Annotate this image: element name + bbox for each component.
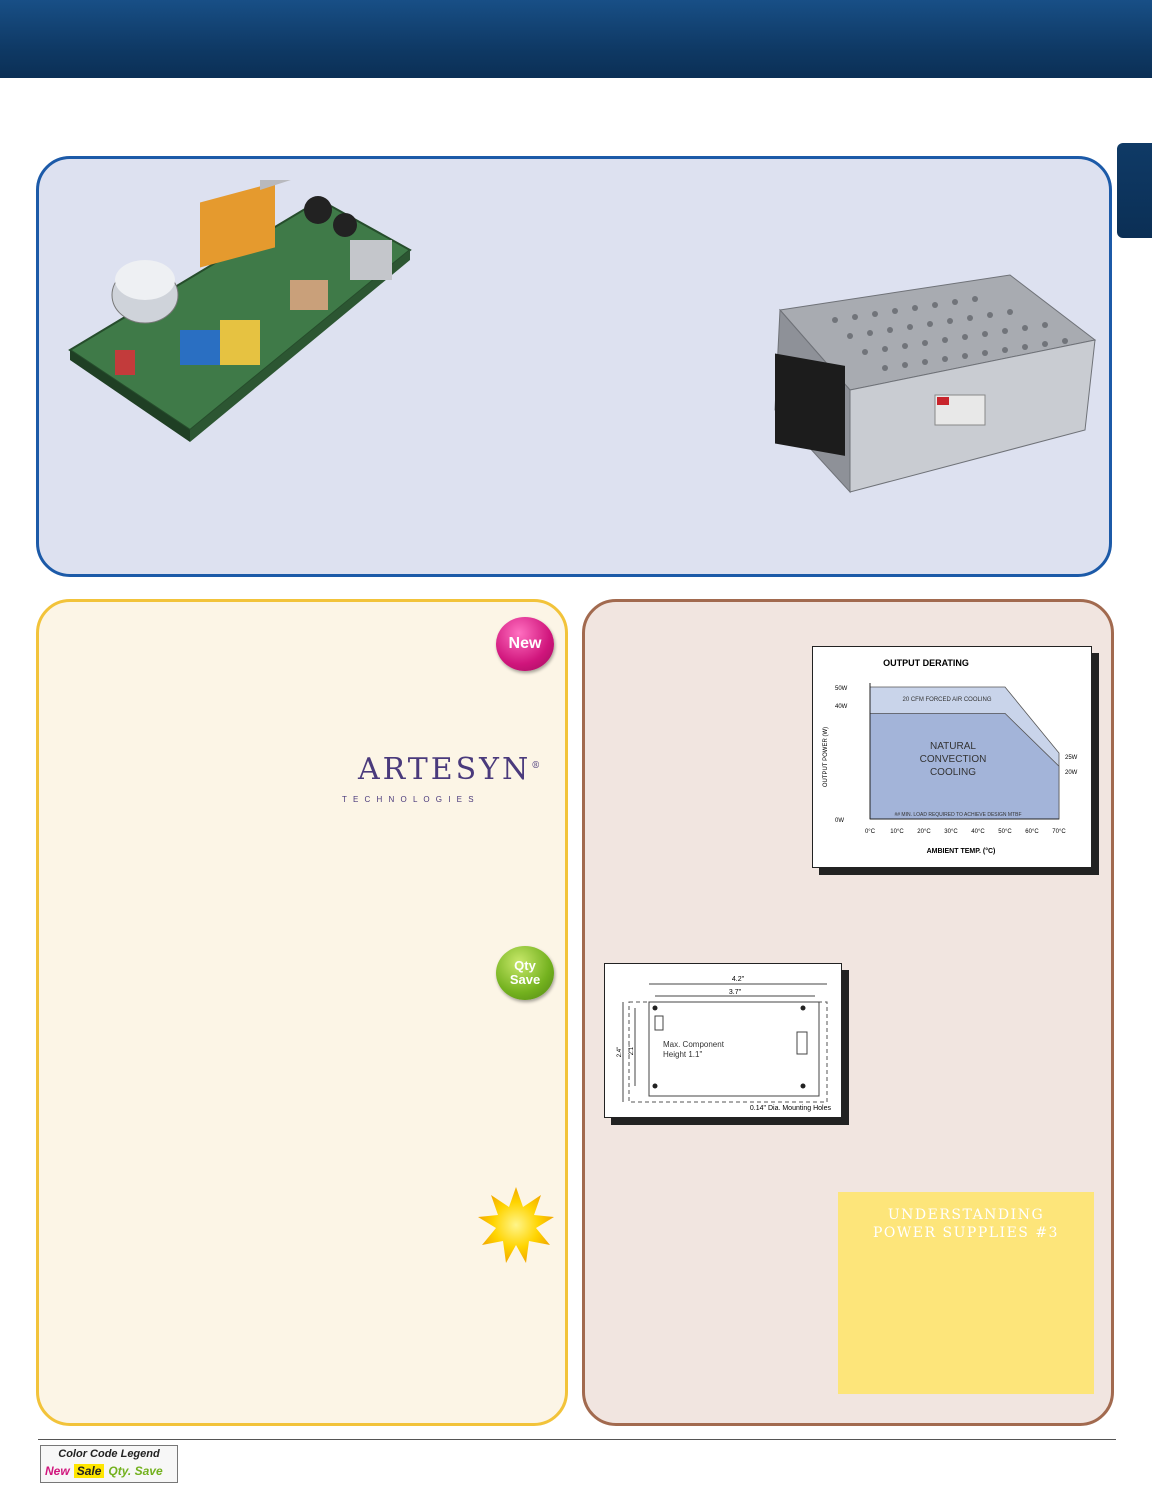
mounting-holes-note: 0.14" Dia. Mounting Holes [750, 1105, 832, 1112]
x-tick: 20°C [917, 829, 931, 835]
x-tick: 40°C [971, 829, 985, 835]
artesyn-logo-tagline: T E C H N O L O G I E S [342, 795, 476, 804]
component-height-line2: Height 1.1" [663, 1050, 702, 1059]
output-derating-chart: OUTPUT DERATING OUTPUT POWER (W) AMBIENT… [812, 646, 1092, 868]
dim-width-outer: 4.2" [732, 976, 745, 983]
legend-title: Color Code Legend [58, 1448, 160, 1460]
artesyn-logo-name: ARTESYN [358, 752, 532, 787]
legend-new: New [45, 1464, 70, 1478]
qty-save-badge: Qty Save [496, 946, 554, 1000]
legend-qty: Qty. Save [108, 1464, 163, 1478]
natural-label-3: COOLING [930, 767, 976, 778]
section-tab[interactable] [1117, 143, 1152, 238]
left-product-panel [36, 599, 568, 1426]
dim-height-outer: 2.4" [617, 1047, 623, 1057]
x-tick: 60°C [1025, 829, 1039, 835]
min-load-note: ## MIN. LOAD REQUIRED TO ACHIEVE DESIGN … [894, 812, 1021, 818]
x-tick: 30°C [944, 829, 958, 835]
legend-items: New Sale Qty. Save [45, 1464, 163, 1478]
dim-height-inner: 2.1" [629, 1045, 635, 1055]
color-code-legend: Color Code Legend New Sale Qty. Save [40, 1445, 178, 1483]
new-badge-label: New [508, 635, 542, 652]
sale-starburst-icon [478, 1187, 554, 1263]
y-tick-0w: 0W [835, 818, 844, 824]
qty-badge-line2: Save [509, 972, 541, 987]
open-frame-power-supply-image [68, 180, 412, 442]
footer-rule [38, 1439, 1116, 1440]
dim-width-inner: 3.7" [729, 989, 742, 996]
qty-badge-line1: Qty [514, 958, 536, 973]
derating-chart-ylabel: OUTPUT POWER (W) [823, 727, 829, 787]
y-tick-40w: 40W [835, 704, 848, 710]
x-tick: 70°C [1052, 829, 1066, 835]
end-label-forced: 25W [1065, 755, 1078, 761]
top-banner [0, 0, 1152, 78]
dimension-drawing: 4.2" 3.7" 2.4" 2.1" Max. Component Heigh… [604, 963, 842, 1118]
x-tick: 10°C [890, 829, 904, 835]
info-title-line2: POWER SUPPLIES #3 [873, 1225, 1059, 1241]
derating-chart-xlabel: AMBIENT TEMP. (°C) [927, 847, 996, 855]
y-tick-50w: 50W [835, 686, 848, 692]
derating-chart-title: OUTPUT DERATING [883, 658, 969, 668]
forced-air-label: 20 CFM FORCED AIR COOLING [902, 697, 991, 703]
x-tick: 0°C [865, 829, 876, 835]
artesyn-logo: ARTESYN® T E C H N O L O G I E S [330, 748, 545, 818]
derating-chart-svg: OUTPUT DERATING OUTPUT POWER (W) AMBIENT… [823, 658, 1078, 855]
understanding-power-supplies-box: UNDERSTANDING POWER SUPPLIES #3 [838, 1192, 1094, 1394]
info-title-line1: UNDERSTANDING [887, 1207, 1045, 1223]
natural-label-2: CONVECTION [920, 754, 987, 765]
end-label-natural: 20W [1065, 770, 1078, 776]
artesyn-registered-mark: ® [531, 761, 544, 771]
enclosed-power-supply-image [774, 274, 1097, 494]
natural-label-1: NATURAL [930, 741, 976, 752]
component-outline [648, 1001, 820, 1097]
x-tick: 50°C [998, 829, 1012, 835]
new-badge: New [496, 617, 554, 671]
derating-chart-plot [869, 683, 1060, 820]
dimension-drawing-svg: 4.2" 3.7" 2.4" 2.1" Max. Component Heigh… [617, 976, 832, 1112]
component-height-line1: Max. Component [663, 1040, 725, 1049]
legend-sale: Sale [73, 1464, 105, 1478]
